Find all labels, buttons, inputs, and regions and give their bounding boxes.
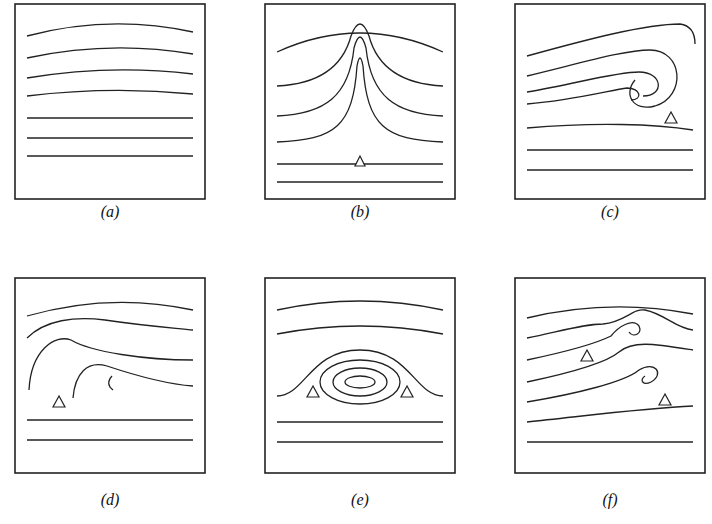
panel-label: (f): [600, 491, 619, 509]
panel-frame: [15, 278, 205, 473]
panel-frame: [515, 4, 705, 199]
triangle-marker: [307, 386, 319, 397]
triangle-marker: [659, 394, 671, 405]
contour-line: [527, 124, 693, 130]
panel-b: [265, 4, 455, 199]
panel-frame: [265, 278, 455, 473]
panel-c: [515, 4, 705, 199]
panel-d: [15, 278, 205, 473]
panel-label: (c): [599, 203, 621, 221]
triangle-marker: [401, 386, 413, 397]
contour-line: [527, 50, 677, 107]
contour-line: [527, 88, 639, 104]
contour-line: [527, 24, 695, 56]
contour-line: [277, 37, 443, 116]
panel-label: (e): [349, 491, 371, 509]
contour-line: [527, 149, 693, 150]
triangle-marker: [53, 396, 65, 407]
panel-frame: [515, 278, 705, 473]
triangle-marker: [581, 350, 593, 361]
contour-line: [277, 58, 443, 142]
panel-label: (d): [99, 491, 122, 509]
panel-frame: [265, 4, 455, 199]
contour-line: [277, 301, 443, 310]
contour-line: [27, 70, 193, 78]
contour-line: [27, 117, 193, 118]
panel-e: [265, 278, 455, 473]
contour-line: [27, 302, 193, 316]
contour-line: [27, 155, 193, 156]
contour-line: [277, 33, 443, 52]
closed-contour: [345, 376, 375, 388]
contour-line: [527, 406, 693, 422]
contour-line: [527, 307, 693, 318]
contour-line: [27, 90, 193, 96]
panel-a: [15, 4, 205, 199]
contour-line: [527, 367, 658, 402]
contour-line: [277, 326, 443, 334]
contour-line: [27, 24, 193, 36]
contour-line: [277, 441, 443, 442]
contour-line: [73, 365, 193, 398]
contour-line: [27, 319, 193, 338]
closed-contour: [320, 360, 400, 404]
contour-line: [27, 48, 193, 58]
contour-line: [527, 441, 693, 442]
triangle-marker: [665, 112, 677, 123]
contour-line: [527, 344, 693, 382]
contour-line: [277, 350, 443, 396]
triangle-marker: [355, 156, 365, 166]
contour-line: [527, 310, 693, 338]
contour-line: [277, 181, 443, 182]
contour-line: [27, 439, 193, 440]
panel-f: [515, 278, 705, 473]
contour-line: [27, 137, 193, 138]
contour-line: [277, 421, 443, 422]
panel-frame: [15, 4, 205, 199]
panel-label: (a): [99, 203, 122, 221]
contour-line: [527, 169, 693, 170]
contour-line: [277, 24, 443, 86]
contour-line: [109, 376, 113, 390]
closed-contour: [333, 368, 387, 396]
panel-label: (b): [349, 203, 372, 221]
contour-line: [527, 323, 640, 360]
contour-line: [27, 419, 193, 420]
